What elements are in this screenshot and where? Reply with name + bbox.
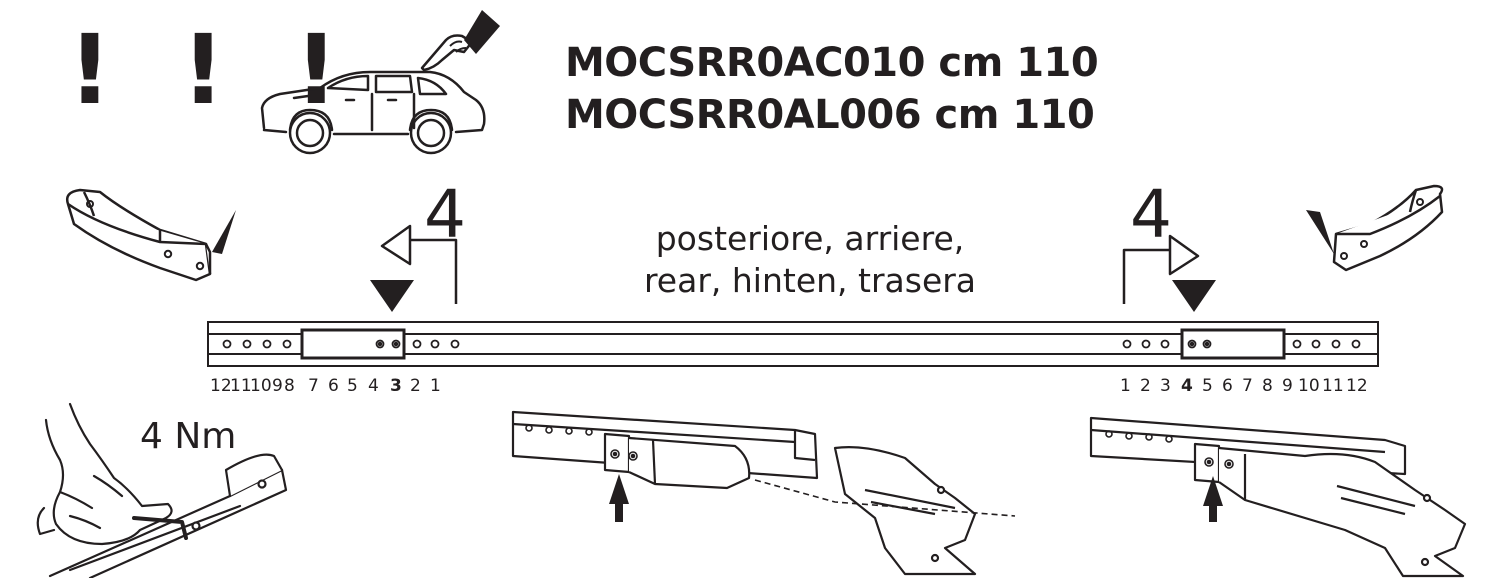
left-holes (222, 339, 460, 349)
scale-left-tick: 9 (272, 376, 283, 396)
position-number-left: 4 (424, 176, 466, 253)
scale-right-tick: 1 (1120, 376, 1131, 396)
scale-right-tick: 3 (1160, 376, 1171, 396)
rear-label-line2: rear, hinten, trasera (643, 261, 977, 300)
position-number-right: 4 (1130, 176, 1172, 253)
product-code-1: MOCSRR0AC010 cm 110 (565, 40, 1099, 86)
torque-label: 4 Nm (140, 416, 237, 457)
right-position-marker-icon (1172, 280, 1216, 312)
scale-left-tick-highlight: 3 (390, 376, 402, 396)
right-direction-arrow-icon (1122, 234, 1200, 304)
left-direction-arrow-icon (380, 224, 458, 304)
left-clamp-box (300, 328, 406, 360)
scale-right-tick: 9 (1282, 376, 1293, 396)
left-foot-bracket-icon (66, 188, 236, 282)
bar-diagram: 12 11 10 9 8 7 6 5 4 3 2 1 1 2 3 4 5 6 7… (207, 224, 1379, 396)
scale-right-tick: 12 (1346, 376, 1368, 396)
scale-left-tick: 10 (250, 376, 272, 396)
marker-arrow-icon (212, 210, 236, 254)
up-arrow-icon (1203, 476, 1223, 522)
scale-right: 1 2 3 4 5 6 7 8 9 10 11 12 (1120, 376, 1368, 396)
pointing-hand-icon (420, 10, 500, 72)
scale-left-tick: 2 (410, 376, 421, 396)
scale-left-tick: 6 (328, 376, 339, 396)
scale-right-tick: 8 (1262, 376, 1273, 396)
right-foot-bracket-icon (1306, 184, 1444, 272)
scale-left: 12 11 10 9 8 7 6 5 4 3 2 1 (210, 376, 441, 396)
scale-left-tick: 7 (308, 376, 319, 396)
scale-left-tick: 8 (284, 376, 295, 396)
scale-right-tick: 2 (1140, 376, 1151, 396)
scale-right-tick: 6 (1222, 376, 1233, 396)
scale-right-tick: 5 (1202, 376, 1213, 396)
scale-left-tick: 12 (210, 376, 232, 396)
warning-marks: ! ! ! (68, 14, 357, 126)
scale-left-tick: 11 (230, 376, 252, 396)
scale-right-tick: 11 (1322, 376, 1344, 396)
scale-left-tick: 4 (368, 376, 379, 396)
foot-assembly-detail-right (1089, 416, 1467, 578)
foot-assembly-detail-left (511, 410, 1016, 576)
marker-arrow-icon (1306, 210, 1334, 254)
scale-left-tick: 5 (347, 376, 358, 396)
left-position-marker-icon (370, 280, 414, 312)
rear-label-line1: posteriore, arriere, (655, 219, 965, 258)
scale-left-tick: 1 (430, 376, 441, 396)
scale-right-tick: 10 (1298, 376, 1320, 396)
product-code-2: MOCSRR0AL006 cm 110 (565, 92, 1095, 138)
car-icon (260, 10, 500, 155)
scale-right-tick: 7 (1242, 376, 1253, 396)
up-arrow-icon (609, 474, 629, 522)
scale-right-tick-highlight: 4 (1181, 376, 1193, 396)
wrench-hand-icon (36, 402, 288, 578)
right-clamp-box (1180, 328, 1286, 360)
right-holes (1122, 339, 1361, 349)
